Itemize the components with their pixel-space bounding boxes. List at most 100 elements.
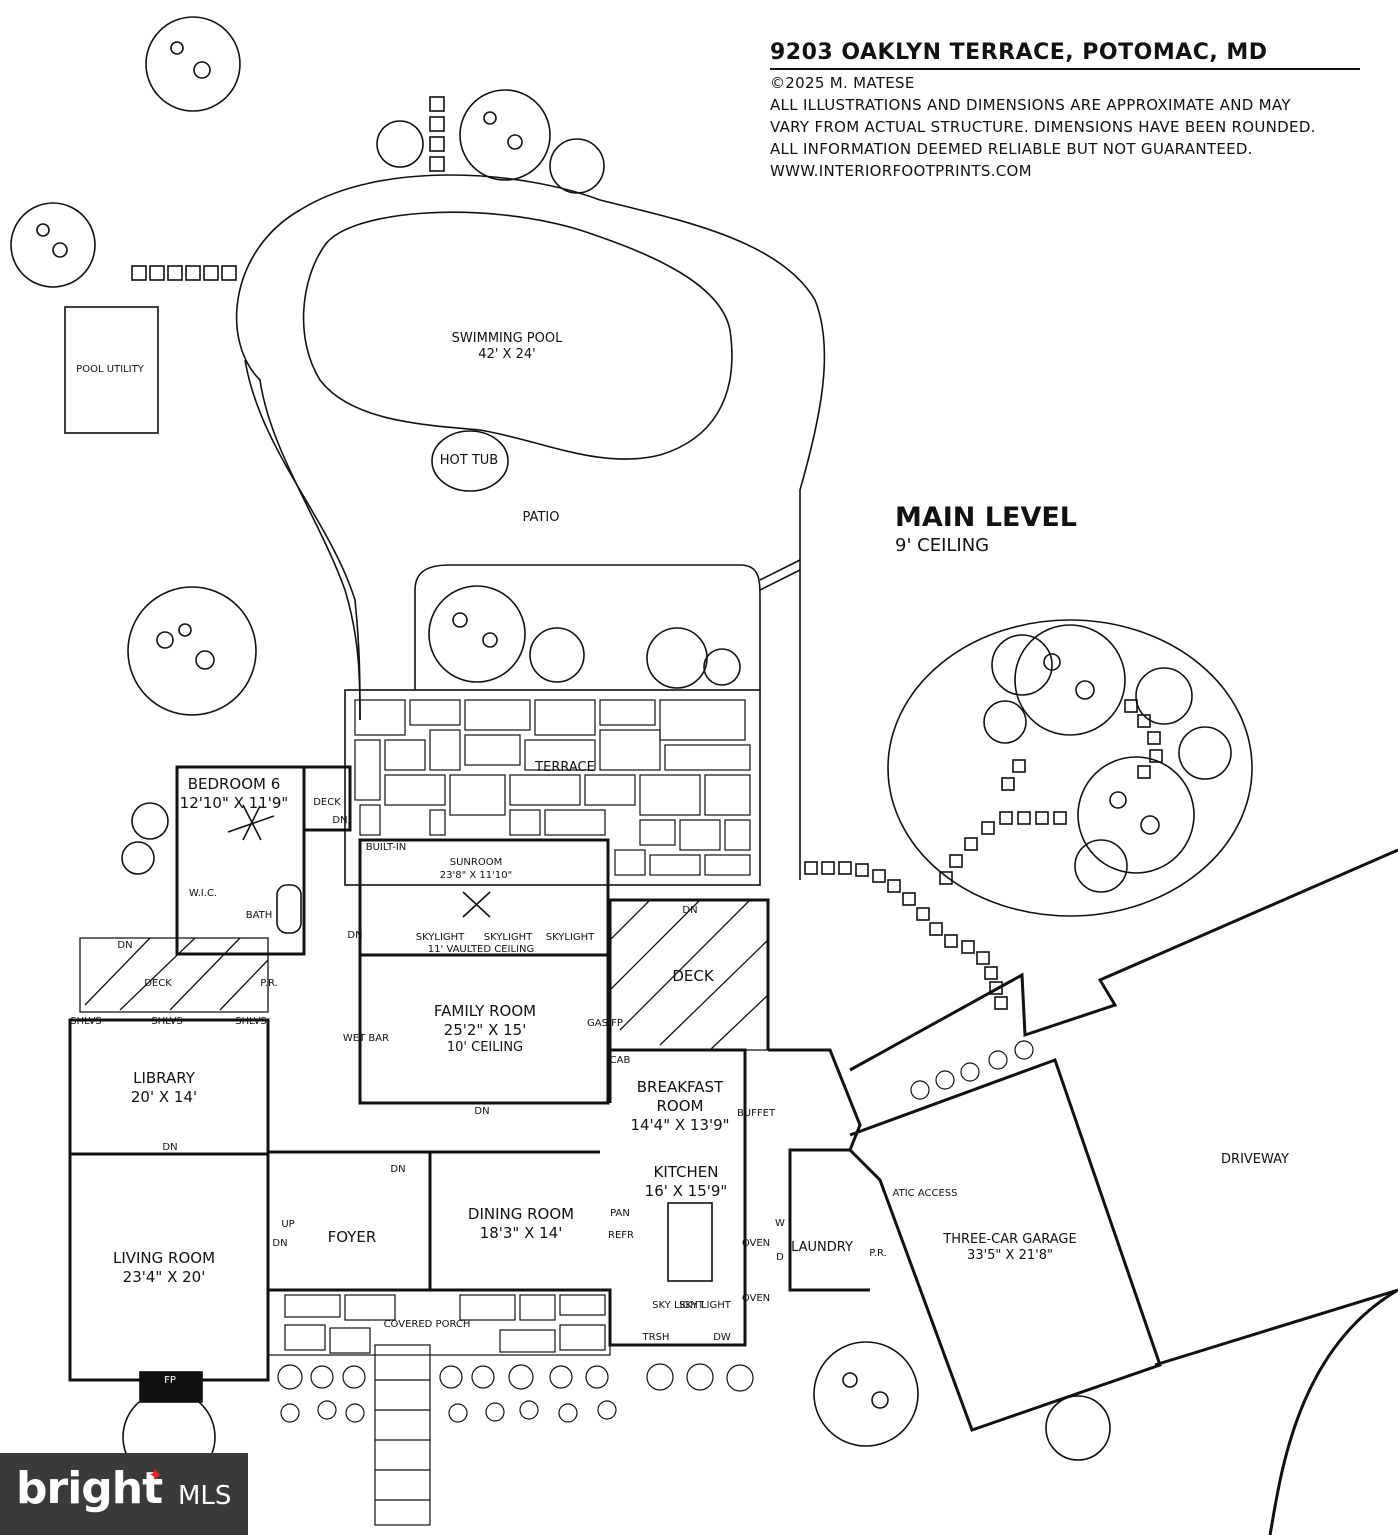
kitchen-island: [667, 1202, 713, 1282]
pool-utility-label: POOL UTILITY: [76, 364, 144, 375]
tree-icon: [1014, 624, 1126, 736]
disclaimer-line-1: ALL ILLUSTRATIONS AND DIMENSIONS ARE APP…: [770, 96, 1291, 114]
stairs-down-label-6: DN: [162, 1142, 178, 1153]
pantry-label: PAN: [610, 1208, 630, 1219]
family-room-walls: [358, 953, 610, 1105]
skylight-label-b: SKYLIGHT: [483, 932, 533, 943]
logo-star-icon: ✦: [148, 1465, 164, 1486]
bath-label: BATH: [245, 910, 273, 921]
skylight-label-1: SKY LIGHT: [652, 1300, 704, 1311]
tree-icon: [459, 89, 551, 181]
patio-outline: [299, 174, 826, 880]
buffet-label: BUFFET: [736, 1108, 776, 1119]
level-title: MAIN LEVEL: [895, 502, 1077, 533]
shelves-label-3: SHLVS: [235, 1016, 267, 1027]
garden-bed: [887, 619, 1253, 917]
tree-icon: [127, 586, 257, 716]
bathtub: [276, 884, 302, 934]
washer-label: W: [775, 1218, 785, 1229]
driveway-label: DRIVEWAY: [1221, 1152, 1289, 1167]
vaulted-ceiling-label: 11' VAULTED CEILING: [427, 944, 535, 955]
trash-label: TRSH: [642, 1332, 670, 1343]
bright-mls-logo: bright ✦ MLS: [0, 1453, 248, 1535]
disclaimer-line-3: ALL INFORMATION DEEMED RELIABLE BUT NOT …: [770, 140, 1253, 158]
deck-left-label: DECK: [144, 978, 172, 989]
header-block: 9203 OAKLYN TERRACE, POTOMAC, MD ©2025 M…: [770, 40, 1360, 180]
tree-icon: [1135, 667, 1193, 725]
stepping-stones: [131, 96, 1163, 1010]
level-label: MAIN LEVEL 9' CEILING: [895, 502, 1077, 556]
copyright-text: ©2025 M. MATESE: [770, 74, 915, 92]
skylight-label-a: SKYLIGHT: [415, 932, 465, 943]
tree-icon: [121, 841, 155, 875]
hot-tub-label: HOT TUB: [439, 453, 499, 468]
logo-brand: bright: [16, 1463, 163, 1514]
hot-tub: [431, 430, 509, 492]
stairs-down-label-4: DN: [682, 905, 698, 916]
shelves-label-2: SHLVS: [151, 1016, 183, 1027]
gas-fp-label: GAS FP: [587, 1018, 623, 1029]
ceiling-fan-icon: [227, 804, 275, 841]
wic-label: W.I.C.: [188, 888, 218, 899]
deck-right-label: DECK: [672, 967, 714, 985]
foyer-label: FOYER: [327, 1228, 377, 1246]
tree-icon: [376, 120, 424, 168]
logo-suffix: MLS: [178, 1481, 232, 1511]
stairs-down-label-7: DN: [272, 1238, 288, 1249]
tree-icon: [983, 700, 1027, 744]
disclaimer-line-2: VARY FROM ACTUAL STRUCTURE. DIMENSIONS H…: [770, 118, 1316, 136]
oven-label-2: OVEN: [741, 1293, 771, 1304]
refrigerator-label: REFR: [608, 1230, 634, 1241]
tree-icon: [1077, 756, 1195, 874]
shelves-label-1: SHLVS: [70, 1016, 102, 1027]
deck-small-label: DECK: [313, 797, 341, 808]
stairs-down-label-2: DN: [332, 815, 348, 826]
oven-label: OVEN: [741, 1238, 771, 1249]
tree-icon: [428, 585, 526, 683]
fireplace: [139, 1371, 203, 1403]
tree-icon: [145, 16, 241, 112]
property-address: 9203 OAKLYN TERRACE, POTOMAC, MD: [770, 40, 1360, 70]
swimming-pool: [302, 211, 733, 460]
built-in-label: BUILT-IN: [365, 842, 407, 853]
terrace: [344, 689, 761, 886]
tree-icon: [813, 1341, 919, 1447]
terrace-label: TERRACE: [535, 760, 595, 775]
ceiling-fan-icon: [462, 891, 491, 918]
covered-porch: [267, 1289, 611, 1356]
fireplace-label: FP: [164, 1375, 176, 1386]
bedroom6-walls: [175, 765, 306, 956]
wet-bar-label: WET BAR: [342, 1033, 390, 1044]
tree-icon: [703, 648, 741, 686]
website-link[interactable]: WWW.INTERIORFOOTPRINTS.COM: [770, 162, 1032, 180]
patio-label: PATIO: [522, 510, 560, 525]
powder-room-2-label: P.R.: [869, 1248, 887, 1259]
tree-icon: [131, 802, 169, 840]
front-walk: [374, 1344, 431, 1526]
tree-icon: [10, 202, 96, 288]
stairs-down-label-1: DN: [117, 940, 133, 951]
pool-utility-building: [64, 306, 159, 434]
tree-icon: [646, 627, 708, 689]
dishwasher-label: DW: [713, 1332, 731, 1343]
stairs-down-label-5: DN: [474, 1106, 490, 1117]
skylight-label-2: SKY LIGHT: [679, 1300, 731, 1311]
tree-icon: [1074, 839, 1128, 893]
stairs-down-label-8: DN: [390, 1164, 406, 1175]
tree-icon: [1045, 1395, 1111, 1461]
tree-icon: [1178, 726, 1232, 780]
tree-icon: [991, 634, 1053, 696]
cab-label: CAB: [609, 1055, 631, 1066]
patio-outline: [235, 209, 361, 721]
